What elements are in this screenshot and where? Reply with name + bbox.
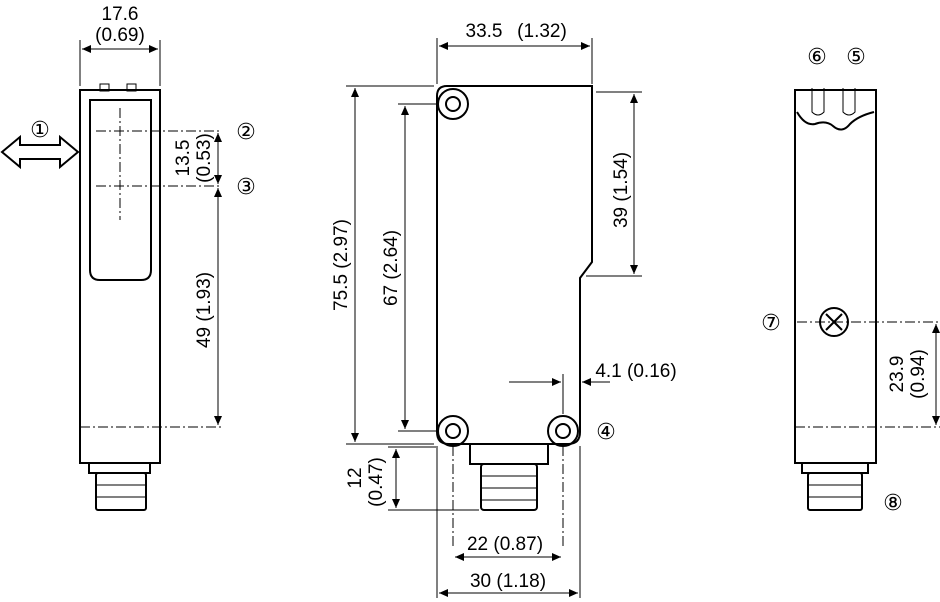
left-spacing-label: 13.5 <box>173 140 194 177</box>
right-housing <box>794 89 877 464</box>
callout-4: ④ <box>596 420 616 445</box>
mounting-hole-bottom-right <box>547 415 579 447</box>
right-height-label: 23.9 <box>887 356 908 393</box>
mounting-hole-bottom-left <box>437 415 469 447</box>
light-direction-arrow <box>0 134 80 170</box>
left-width-label: 17.6 <box>102 4 139 25</box>
callout-1: ① <box>30 118 50 143</box>
mid-hole-height-label: 67 (2.64) <box>381 230 402 306</box>
right-height-inch-label: (0.94) <box>908 349 929 399</box>
mid-upper-height-label: 39 (1.54) <box>611 152 632 228</box>
right-connector-collar <box>801 462 869 474</box>
mid-total-height-label: 75.5 (2.97) <box>331 219 352 311</box>
left-top-tab <box>126 83 137 92</box>
led-indicator-5 <box>842 88 856 116</box>
mounting-hole-top <box>437 88 469 120</box>
mid-offset-label: 4.1 (0.16) <box>595 361 676 382</box>
left-width-inch-label: (0.69) <box>95 25 145 46</box>
led-indicator-6 <box>811 88 825 116</box>
connector-collar <box>88 462 151 474</box>
left-spacing-inch-label: (0.53) <box>194 133 215 183</box>
optics-window <box>89 99 152 281</box>
mid-bottom-width-label: 30 (1.18) <box>470 571 546 592</box>
callout-7: ⑦ <box>761 311 781 336</box>
left-view: 17.6 (0.69) 13.5 (0.53) 49 (1.93) ① ② ③ <box>0 4 256 511</box>
right-view: 23.9 (0.94) ⑥ ⑤ ⑦ ⑧ <box>761 45 940 516</box>
callout-2: ② <box>236 120 256 145</box>
callout-3: ③ <box>236 175 256 200</box>
middle-connector-body <box>480 463 538 511</box>
left-height-label: 49 (1.93) <box>194 272 215 348</box>
mid-width-label: 33.5 <box>466 21 503 42</box>
mid-connector-height-label: 12 <box>345 467 366 488</box>
callout-8: ⑧ <box>883 491 903 516</box>
top-window-edge <box>796 111 875 131</box>
mid-hole-spacing-label: 22 (0.87) <box>467 534 543 555</box>
callout-5: ⑤ <box>846 45 866 70</box>
middle-view: 33.5 (1.32) 75.5 (2.97) 67 (2.64) 39 (1.… <box>331 21 677 598</box>
left-top-tab <box>99 83 110 92</box>
callout-6: ⑥ <box>807 45 827 70</box>
mid-connector-height-inch-label: (0.47) <box>366 457 387 507</box>
mid-width-inch-label: (1.32) <box>517 21 567 42</box>
connector-body <box>95 472 147 511</box>
right-connector-body <box>807 472 863 511</box>
middle-connector-collar <box>469 443 549 465</box>
middle-housing <box>436 85 593 445</box>
